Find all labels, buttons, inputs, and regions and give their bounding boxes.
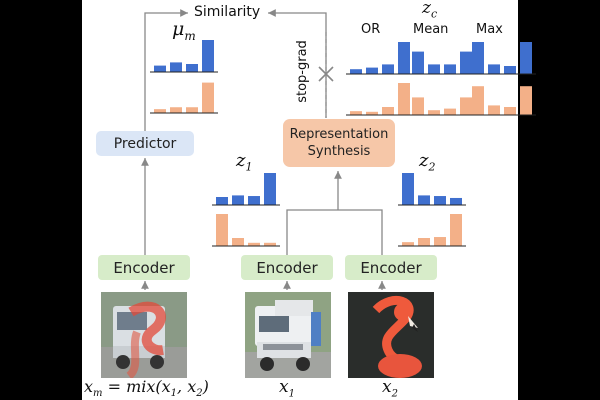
- max-blue-bar-2: [504, 66, 516, 74]
- or-blue-bar-1: [366, 67, 378, 74]
- or-orange-bar-2: [382, 107, 394, 115]
- max-blue-bar-3: [520, 42, 532, 74]
- z1-orange-bar-1: [232, 238, 244, 246]
- representation-synthesis-box: Representation Synthesis: [283, 119, 395, 167]
- max-blue-bar-1: [488, 64, 500, 74]
- encoder-box-1: Encoder: [241, 255, 333, 280]
- z2-blue-bar-1: [418, 195, 430, 205]
- mean-label: Mean: [413, 22, 449, 37]
- z1-orange-bar-0: [216, 214, 228, 246]
- mu_m-orange-bar-0: [154, 109, 166, 113]
- mean-blue-bar-0: [412, 51, 424, 74]
- z2-orange-bar-2: [434, 237, 446, 246]
- truck-image: [245, 292, 331, 378]
- z2-orange-bar-1: [418, 238, 430, 246]
- stop-grad-label: stop-grad: [294, 40, 310, 103]
- mean-orange-bar-1: [428, 110, 440, 115]
- or-orange-bar-1: [366, 111, 378, 115]
- xm-equation: xm = mix(x1, x2): [84, 377, 209, 400]
- max-orange-bar-2: [504, 107, 516, 115]
- max-blue-bar-0: [472, 42, 484, 74]
- or-blue-bar-3: [398, 42, 410, 74]
- mu_m-blue-bar-3: [202, 40, 214, 72]
- or-blue-bar-2: [382, 64, 394, 74]
- max-orange-bar-3: [520, 86, 532, 115]
- mean-blue-bar-1: [428, 64, 440, 74]
- mu_m-orange-bar-1: [170, 107, 182, 113]
- mean-orange-bar-2: [444, 108, 456, 115]
- mean-orange-bar-3: [460, 97, 472, 115]
- or-orange-bar-0: [350, 111, 362, 115]
- mean-orange-bar-0: [412, 97, 424, 115]
- x2-label: x2: [382, 377, 398, 400]
- mean-blue-bar-3: [460, 51, 472, 74]
- stop-grad-cross: [318, 66, 334, 82]
- or-blue-bar-0: [350, 69, 362, 74]
- similarity-label: Similarity: [194, 4, 261, 20]
- z1-blue-bar-0: [216, 197, 228, 205]
- z2-orange-bar-0: [402, 242, 414, 246]
- mean-blue-bar-2: [444, 64, 456, 74]
- z2-blue-bar-2: [434, 196, 446, 205]
- z1-blue-bar-3: [264, 173, 276, 205]
- max-orange-bar-0: [472, 86, 484, 115]
- line-encoder1-up: [286, 209, 383, 255]
- z2-label: z2: [419, 150, 436, 174]
- mu_m-orange-bar-2: [186, 107, 198, 113]
- z1-label: z1: [236, 150, 253, 174]
- predictor-box: Predictor: [96, 131, 194, 156]
- z1-blue-bar-1: [232, 195, 244, 205]
- max-label: Max: [476, 22, 503, 37]
- encoder-box-2: Encoder: [345, 255, 437, 280]
- or-orange-bar-3: [398, 83, 410, 115]
- x1-label: x1: [279, 377, 295, 400]
- mu-m-label: μm: [172, 18, 196, 43]
- z1-orange-bar-3: [264, 242, 276, 246]
- rep-line1: Representation: [289, 127, 389, 142]
- or-label: OR: [361, 22, 381, 37]
- rep-line2: Synthesis: [307, 144, 371, 159]
- z-c-label: zc: [422, 0, 438, 21]
- arrow-predictor-to-similarity: [144, 9, 188, 132]
- mu_m-blue-bar-0: [154, 65, 166, 72]
- mu_m-blue-bar-1: [170, 62, 182, 72]
- mixed-image: [101, 292, 187, 378]
- z1-blue-bar-2: [248, 196, 260, 205]
- mu_m-blue-bar-2: [186, 64, 198, 72]
- max-orange-bar-1: [488, 105, 500, 115]
- encoder-box-m: Encoder: [98, 255, 190, 280]
- mu_m-orange-bar-3: [202, 82, 214, 113]
- z2-blue-bar-3: [450, 197, 462, 205]
- z2-orange-bar-3: [450, 214, 462, 246]
- z1-orange-bar-2: [248, 242, 260, 246]
- z2-blue-bar-0: [402, 173, 414, 205]
- flamingo-image: [348, 292, 434, 378]
